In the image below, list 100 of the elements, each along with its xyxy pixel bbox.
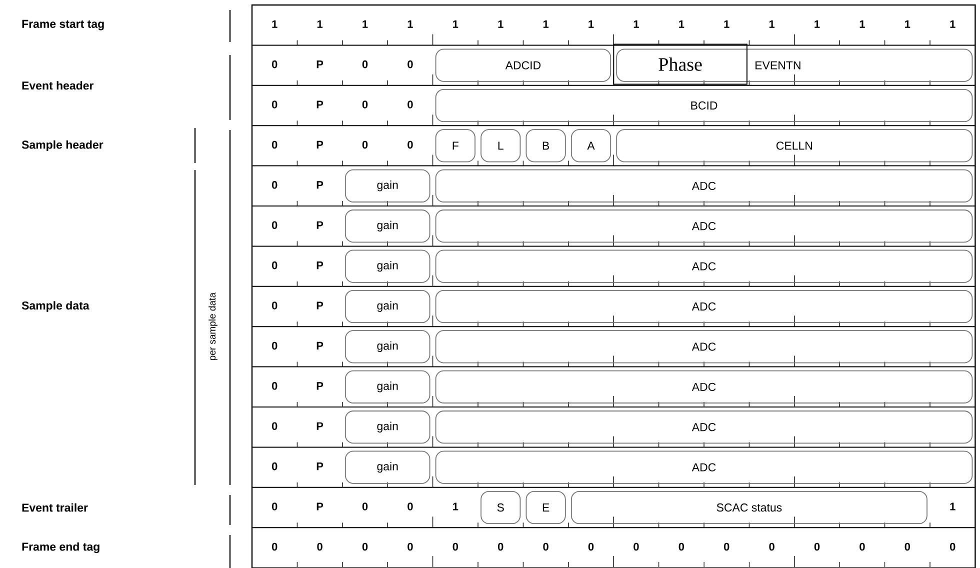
bit-value: 1 <box>408 20 413 28</box>
bit-value: 0 <box>950 542 956 551</box>
bit-value: 1 <box>724 20 730 28</box>
bit-value: 0 <box>317 542 322 551</box>
bit-value: P <box>316 140 324 148</box>
bit-value: 0 <box>272 462 278 470</box>
field-box: ADC <box>435 410 973 444</box>
bit-value: 1 <box>272 20 278 28</box>
bit-value: 0 <box>272 302 278 310</box>
bit-value: 0 <box>904 542 910 551</box>
bit-value: P <box>316 221 324 229</box>
field-box: BCID <box>435 88 973 122</box>
bit-value: 1 <box>453 20 458 28</box>
field-box: E <box>526 490 566 524</box>
bit-value: 1 <box>950 20 956 28</box>
bit-value: 0 <box>724 542 730 551</box>
field-box: A <box>570 129 612 162</box>
group-label: Sample data <box>22 301 90 312</box>
field-box: gain <box>344 169 430 202</box>
bit-value: 0 <box>362 100 368 108</box>
bit-value: P <box>316 382 324 390</box>
field-box: gain <box>344 290 430 324</box>
bit-value: 0 <box>408 100 413 108</box>
field-box: B <box>526 129 566 162</box>
group-label: per sample data <box>208 292 218 360</box>
field-box: gain <box>344 210 430 243</box>
field-box: SCAC status <box>570 490 928 524</box>
bit-value: 0 <box>452 542 458 551</box>
group-label: Frame end tag <box>22 542 100 554</box>
group-label: Event header <box>22 81 94 90</box>
bit-value: 0 <box>362 140 368 149</box>
bit-value: 1 <box>814 20 820 28</box>
bit-value: 1 <box>498 20 504 28</box>
field-box: gain <box>344 410 430 444</box>
bit-value: 0 <box>272 422 278 430</box>
bit-value: 0 <box>543 542 548 551</box>
bit-value: 1 <box>950 502 956 510</box>
field-box: ADC <box>435 290 973 324</box>
bit-value: 0 <box>272 502 278 510</box>
group-label: Frame start tag <box>22 20 104 30</box>
bit-value: 1 <box>362 20 368 28</box>
bit-value: 1 <box>317 20 323 28</box>
group-label: Event trailer <box>22 503 88 512</box>
bit-value: P <box>316 422 324 430</box>
bit-value: 1 <box>634 20 639 28</box>
bit-value: 0 <box>272 221 278 229</box>
bit-value: 0 <box>362 502 368 510</box>
bit-value: 0 <box>408 60 413 68</box>
bit-value: 1 <box>679 20 684 28</box>
annotation-box: Phase <box>613 44 748 85</box>
bit-value: 1 <box>769 20 775 28</box>
bit-value: 0 <box>362 542 368 551</box>
field-box: ADC <box>435 450 973 484</box>
bit-value: 0 <box>769 542 774 551</box>
bit-value: 1 <box>543 20 549 28</box>
bit-value: 0 <box>678 542 684 551</box>
bit-value: 0 <box>588 542 594 551</box>
bit-value: 1 <box>588 20 594 28</box>
group-label: Sample header <box>22 140 104 152</box>
bit-value: 1 <box>453 502 458 510</box>
bit-value: 1 <box>860 20 865 28</box>
bit-value: P <box>316 502 324 510</box>
bit-value: 1 <box>905 20 910 28</box>
bit-value: P <box>316 462 324 470</box>
bit-value: 0 <box>498 542 504 551</box>
bit-value: P <box>316 302 324 310</box>
bit-value: P <box>316 100 324 108</box>
field-box: L <box>480 129 521 162</box>
bit-value: 0 <box>634 542 639 551</box>
bit-value: 0 <box>272 261 278 270</box>
bit-value: 0 <box>272 60 278 68</box>
bit-value: 0 <box>272 542 278 551</box>
bit-value: 0 <box>408 502 413 510</box>
field-box: gain <box>344 330 430 364</box>
bit-value: 0 <box>272 342 278 350</box>
bit-value: 0 <box>362 60 368 68</box>
field-box: gain <box>344 370 430 404</box>
bit-value: P <box>316 342 324 350</box>
bit-value: 0 <box>272 181 278 189</box>
bit-value: 0 <box>272 382 278 390</box>
bit-value: 0 <box>272 140 278 149</box>
field-box: ADC <box>435 330 973 364</box>
field-box: CELLN <box>616 129 973 162</box>
field-box: ADCID <box>435 48 612 82</box>
field-box: S <box>480 490 521 524</box>
field-box: gain <box>344 450 430 484</box>
field-box: ADC <box>435 210 973 243</box>
field-box: ADC <box>435 370 973 404</box>
bit-value: P <box>316 60 324 68</box>
bit-value: P <box>316 262 324 270</box>
field-box: gain <box>344 250 430 283</box>
bit-value: 0 <box>408 140 413 149</box>
bit-value: P <box>316 181 324 189</box>
bit-value: 0 <box>814 542 820 551</box>
bit-value: 0 <box>408 542 413 551</box>
field-box: ADC <box>435 169 973 202</box>
field-box: F <box>435 129 476 162</box>
field-box: ADC <box>435 250 973 283</box>
bit-value: 0 <box>272 100 278 108</box>
bit-value: 0 <box>860 542 865 551</box>
